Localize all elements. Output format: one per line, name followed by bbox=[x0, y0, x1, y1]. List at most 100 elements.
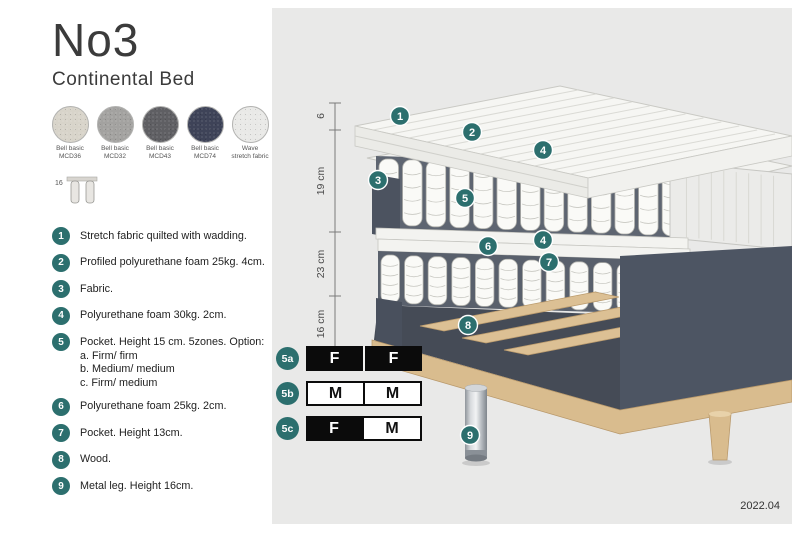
diagram-badge-2: 2 bbox=[461, 121, 483, 143]
firmness-row-5c: 5c F M bbox=[276, 416, 422, 441]
swatch-wave-stretch: Wave stretch fabric bbox=[229, 106, 271, 160]
swatch-code: MCD36 bbox=[58, 152, 82, 160]
fabric-swatch-icon bbox=[231, 106, 269, 144]
feature-item-1: 1 Stretch fabric quilted with wadding. bbox=[52, 227, 272, 246]
fabric-swatch-icon bbox=[51, 106, 89, 144]
leg-height-label: 16 bbox=[55, 180, 63, 187]
layer-seam bbox=[354, 135, 589, 189]
firmness-cell: F bbox=[365, 346, 422, 371]
leg-thumb-icon: 16 bbox=[55, 176, 98, 204]
firmness-cell: F bbox=[306, 346, 365, 371]
fabric-end-cap bbox=[372, 174, 400, 239]
swatch-name: Bell basic bbox=[191, 145, 219, 153]
bed-cutaway-illustration: 6 19 cm 23 cm 16 cm 1 2 3 4 5 4 bbox=[315, 85, 792, 466]
diagram-panel: 6 19 cm 23 cm 16 cm 1 2 3 4 5 4 bbox=[272, 8, 792, 524]
dim-label-top: 6 bbox=[315, 113, 327, 119]
svg-text:5: 5 bbox=[462, 193, 468, 205]
feature-item-7: 7 Pocket. Height 13cm. bbox=[52, 424, 272, 443]
feature-text: Stretch fabric quilted with wadding. bbox=[80, 229, 247, 242]
feature-option-b: b. Medium/ medium bbox=[80, 363, 175, 376]
dim-label-16cm: 16 cm bbox=[315, 309, 327, 338]
feature-item-8: 8 Wood. bbox=[52, 450, 272, 469]
wood-leg bbox=[708, 413, 732, 461]
feature-option-c: c. Firm/ medium bbox=[80, 376, 158, 389]
feature-badge: 8 bbox=[52, 450, 70, 469]
feature-text: Polyurethane foam 25kg. 2cm. bbox=[80, 400, 227, 413]
fabric-swatch-icon bbox=[186, 106, 224, 144]
firmness-cell: M bbox=[308, 383, 365, 404]
diagram-badge-7: 7 bbox=[538, 251, 560, 273]
feature-item-6: 6 Polyurethane foam 25kg. 2cm. bbox=[52, 397, 272, 416]
feature-text: Wood. bbox=[80, 453, 112, 466]
firmness-badge: 5a bbox=[276, 347, 299, 370]
top-mattress bbox=[354, 85, 792, 199]
diagram-badge-6: 6 bbox=[477, 235, 499, 257]
feature-text: Metal leg. Height 16cm. bbox=[80, 479, 194, 492]
firmness-cell: M bbox=[362, 416, 422, 441]
diagram-badge-8: 8 bbox=[457, 314, 479, 336]
diagram-badges: 1 2 3 4 5 4 6 7 8 9 bbox=[367, 105, 560, 446]
svg-text:3: 3 bbox=[375, 175, 381, 187]
feature-badge: 4 bbox=[52, 306, 70, 325]
svg-text:9: 9 bbox=[467, 430, 473, 442]
feature-badge: 3 bbox=[52, 280, 70, 299]
svg-text:1: 1 bbox=[397, 111, 403, 123]
firmness-badge: 5b bbox=[276, 382, 299, 405]
feature-item-4: 4 Polyurethane foam 30kg. 2cm. bbox=[52, 306, 272, 325]
feature-text: Polyurethane foam 30kg. 2cm. bbox=[80, 309, 227, 322]
diagram-badge-4a: 4 bbox=[532, 139, 554, 161]
feature-badge: 2 bbox=[52, 253, 70, 272]
svg-text:4: 4 bbox=[540, 235, 547, 247]
swatch-code: MCD32 bbox=[103, 152, 127, 160]
firmness-row-5a: 5a F F bbox=[276, 346, 422, 371]
swatch-name: Bell basic bbox=[101, 145, 129, 153]
swatch-code: MCD43 bbox=[148, 152, 172, 160]
feature-text: Fabric. bbox=[80, 282, 113, 295]
dim-label-23cm: 23 cm bbox=[315, 249, 327, 278]
swatch-code: stretch fabric bbox=[231, 152, 269, 160]
diagram-badge-3: 3 bbox=[367, 169, 389, 191]
lower-layer bbox=[371, 246, 792, 466]
swatch-mcd43: Bell basic MCD43 bbox=[139, 106, 181, 160]
diagram-badge-1: 1 bbox=[389, 105, 411, 127]
feature-item-9: 9 Metal leg. Height 16cm. bbox=[52, 477, 272, 496]
feature-badge: 1 bbox=[52, 227, 70, 246]
feature-item-5: 5 Pocket. Height 15 cm. 5zones. Option: … bbox=[52, 333, 272, 389]
swatch-name: Wave bbox=[241, 145, 259, 153]
diagram-badge-9: 9 bbox=[459, 424, 481, 446]
diagram-badge-5: 5 bbox=[454, 187, 476, 209]
swatch-name: Bell basic bbox=[56, 145, 84, 153]
feature-list: 1 Stretch fabric quilted with wadding. 2… bbox=[52, 227, 272, 496]
svg-text:6: 6 bbox=[485, 241, 491, 253]
svg-text:2: 2 bbox=[469, 127, 475, 139]
leg-thumbnail: 16 bbox=[52, 173, 272, 212]
product-title: No3 bbox=[52, 14, 140, 66]
firmness-cell: F bbox=[306, 416, 362, 441]
firmness-table: 5a F F 5b M M 5c F M bbox=[276, 346, 422, 451]
dim-label-19cm: 19 cm bbox=[315, 166, 327, 195]
feature-badge: 7 bbox=[52, 424, 70, 443]
version-label: 2022.04 bbox=[740, 500, 780, 512]
svg-text:4: 4 bbox=[540, 145, 547, 157]
feature-text: Profiled polyurethane foam 25kg. 4cm. bbox=[80, 256, 265, 269]
svg-text:8: 8 bbox=[465, 320, 471, 332]
feature-item-3: 3 Fabric. bbox=[52, 280, 272, 299]
feature-option-a: a. Firm/ firm bbox=[80, 349, 138, 362]
feature-item-2: 2 Profiled polyurethane foam 25kg. 4cm. bbox=[52, 253, 272, 272]
firmness-row-5b: 5b M M bbox=[276, 381, 422, 406]
feature-badge: 6 bbox=[52, 397, 70, 416]
box-cavity bbox=[374, 305, 621, 410]
pocket-springs-lower bbox=[380, 254, 636, 312]
fabric-swatch-icon bbox=[96, 106, 134, 144]
diagram-badge-4b: 4 bbox=[532, 229, 554, 251]
info-panel: No3 Continental Bed Bell basic MCD36 Bel… bbox=[0, 0, 272, 533]
dimension-ruler: 6 19 cm 23 cm 16 cm bbox=[315, 102, 341, 354]
fabric-swatch-icon bbox=[141, 106, 179, 144]
feature-text: Pocket. Height 13cm. bbox=[80, 426, 183, 439]
feature-badge: 5 bbox=[52, 333, 70, 352]
svg-text:7: 7 bbox=[546, 257, 552, 269]
product-subtitle: Continental Bed bbox=[52, 69, 195, 91]
base-side-face bbox=[620, 246, 792, 410]
swatch-code: MCD74 bbox=[193, 152, 217, 160]
